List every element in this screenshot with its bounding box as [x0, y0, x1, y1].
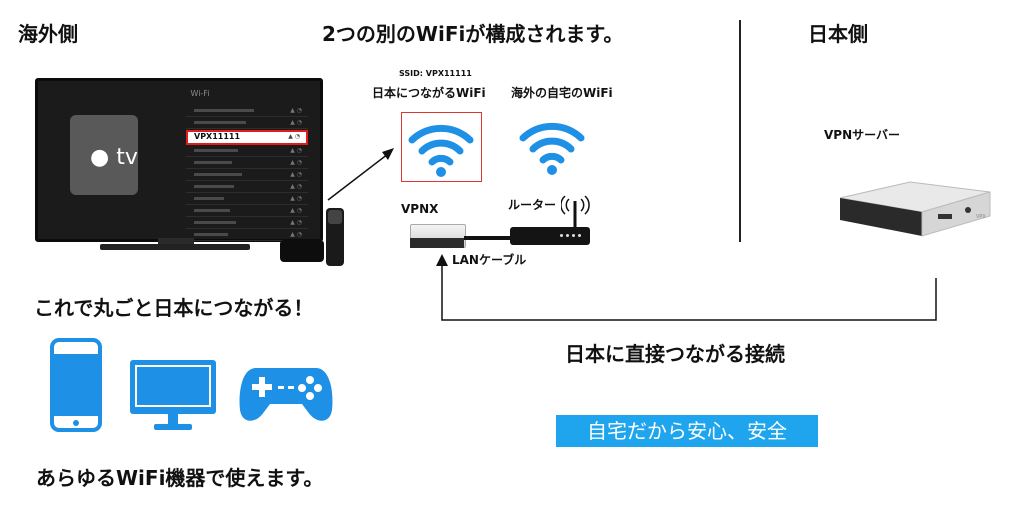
slogan: これで丸ごと日本につながる！	[34, 296, 314, 320]
wifi-menu-title: Wi-Fi	[190, 89, 210, 98]
wifi-icon	[519, 122, 585, 175]
wifi-network-row: ▲ ◔	[186, 230, 308, 241]
selected-network-name: VPX11111	[194, 132, 241, 141]
apple-tv-box	[280, 240, 324, 262]
wifi-network-row: ▲ ◔	[186, 170, 308, 181]
gamepad-icon	[239, 368, 333, 421]
wifi-network-row: ▲ ◔	[186, 106, 308, 117]
overseas-side-heading: 海外側	[18, 22, 78, 46]
divider-line	[739, 20, 741, 242]
vpn-server-label: VPNサーバー	[824, 128, 901, 142]
phone-icon	[50, 338, 102, 432]
wifi-network-row: ▲ ◔	[186, 182, 308, 193]
japan-side-heading: 日本側	[808, 22, 868, 46]
connection-caption: 日本に直接つながる接続	[565, 342, 785, 366]
home-wifi-caption: 海外の自宅のWiFi	[511, 86, 613, 100]
apple-tv-app-tile	[70, 115, 138, 195]
apple-tv-logo-text: tv	[116, 145, 138, 170]
main-title: 2つの別のWiFiが構成されます。	[322, 22, 624, 46]
tv-to-wifi-arrow	[327, 148, 394, 201]
wifi-network-row: ▲ ◔	[186, 206, 308, 217]
wifi-network-row: ▲ ◔	[186, 118, 308, 129]
tv-screen: ● tv Wi-Fi ▲ ◔ ▲ ◔ VPX11111▲ ◔ ▲ ◔ ▲ ◔ ▲…	[35, 78, 323, 242]
router-antenna-icon	[561, 195, 590, 227]
monitor-icon	[130, 360, 216, 430]
safety-badge: 自宅だから安心、安全	[556, 415, 818, 447]
server-icon: VPX	[839, 181, 991, 237]
vpnx-label: VPNX	[401, 202, 439, 216]
vpnx-device-front	[410, 238, 464, 248]
apple-tv-logo-icon: ● tv	[90, 145, 138, 170]
wifi-network-row: ▲ ◔	[186, 194, 308, 205]
devices-caption: あらゆるWiFi機器で使えます。	[36, 466, 324, 490]
wifi-network-row: ▲ ◔	[186, 218, 308, 229]
svg-text:VPX: VPX	[976, 214, 986, 220]
japan-wifi-caption: 日本につながるWiFi	[372, 86, 486, 100]
router-label: ルーター	[508, 198, 557, 212]
lan-cable	[464, 236, 512, 240]
wifi-network-list: ▲ ◔ ▲ ◔ VPX11111▲ ◔ ▲ ◔ ▲ ◔ ▲ ◔ ▲ ◔ ▲ ◔ …	[186, 106, 308, 242]
lan-cable-label: LANケーブル	[452, 253, 527, 267]
tv-stand-neck	[158, 238, 194, 246]
router-icon	[510, 227, 590, 245]
ssid-label: SSID: VPX11111	[399, 69, 472, 78]
selected-wifi-highlight	[401, 112, 482, 182]
remote-touchpad	[328, 210, 342, 224]
tv-stand-base	[100, 244, 250, 250]
wifi-network-row: ▲ ◔	[186, 158, 308, 169]
connection-arrow	[436, 254, 937, 321]
wifi-network-row-selected: VPX11111▲ ◔	[186, 130, 308, 145]
wifi-icon	[408, 124, 474, 177]
wifi-network-row: ▲ ◔	[186, 146, 308, 157]
